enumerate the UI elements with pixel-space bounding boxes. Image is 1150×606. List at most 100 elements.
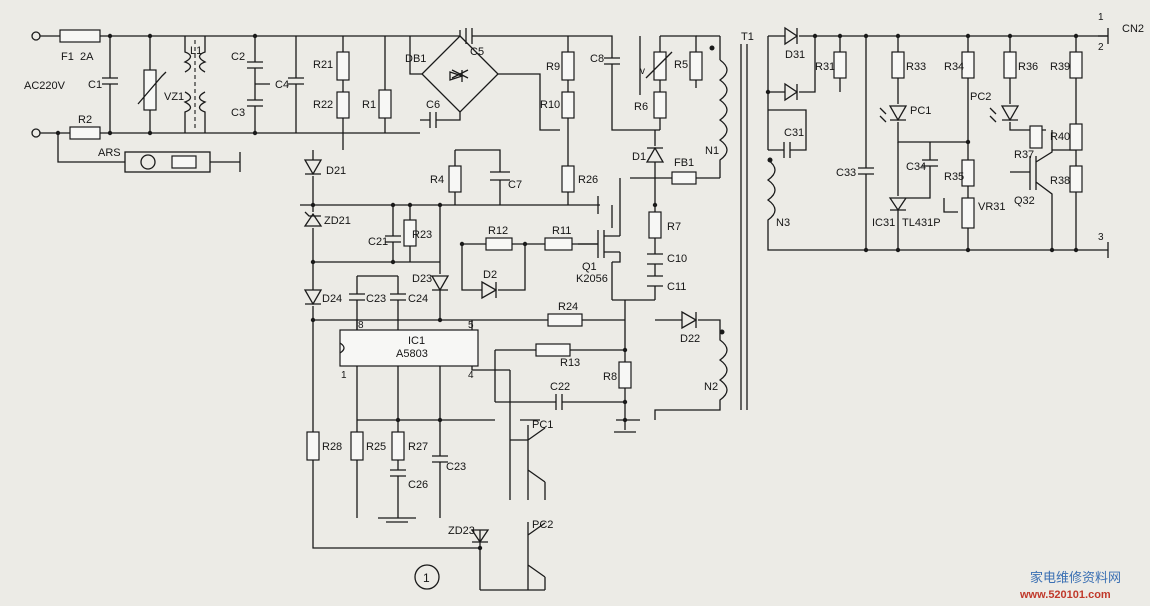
n1-top: [696, 35, 721, 60]
diode-d2: [481, 280, 498, 300]
n1-label: N1: [705, 145, 719, 157]
optocoupler-led-pc1: [879, 105, 908, 123]
q1-part: K2056: [576, 273, 608, 285]
capacitor-c10: [647, 253, 663, 265]
ars-label: ARS: [98, 147, 121, 159]
r12-label: R12: [488, 225, 508, 237]
r34-label: R34: [944, 61, 964, 73]
cn2-label: CN2: [1122, 23, 1144, 35]
resistor-r27: [391, 431, 405, 461]
ac-label: AC220V: [24, 80, 66, 92]
thermistor-arrow: [645, 51, 673, 79]
resistor-r37: [1029, 125, 1043, 149]
pc2a-label: PC2: [532, 519, 553, 531]
r39-label: R39: [1050, 61, 1070, 73]
q1-label: Q1: [582, 261, 597, 273]
diode-d23: [430, 275, 450, 292]
capacitor-c5: [459, 28, 490, 44]
r23-label: R23: [412, 229, 432, 241]
n1-dot: [709, 45, 715, 51]
phototransistor-pc1: [527, 425, 546, 500]
resistor-r23: [403, 219, 417, 247]
capacitor-c24: [390, 276, 406, 330]
capacitor-c1: [102, 36, 118, 133]
diode-d22: [681, 310, 698, 330]
r2-label: R2: [78, 114, 92, 126]
tl431-c34: [888, 142, 938, 250]
resistor-r7: [648, 211, 662, 239]
diagram-index-circle: [414, 564, 440, 590]
diode-d1: [645, 146, 665, 163]
inductor-l1-bottom: [183, 91, 207, 133]
f1-label: F1: [61, 51, 74, 63]
pc2b-label: PC2: [970, 91, 991, 103]
pc1a-label: PC1: [532, 419, 553, 431]
d2-path: [461, 244, 526, 291]
capacitor-c6: [420, 112, 461, 128]
input-junctions: [55, 33, 258, 136]
resistor-r35: [961, 159, 975, 187]
r7-label: R7: [667, 221, 681, 233]
varistor-arrow: [137, 71, 167, 105]
r40-label: R40: [1050, 131, 1070, 143]
resistor-r24: [547, 313, 583, 327]
d31-label: D31: [785, 49, 805, 61]
r11-label: R11: [552, 225, 571, 237]
vz1-label: VZ1: [164, 91, 184, 103]
control-junctions: [310, 202, 658, 551]
capacitor-c23b: [432, 450, 448, 518]
resistor-r10: [561, 91, 575, 119]
inductor-l1-top: [183, 36, 207, 73]
c3-label: C3: [231, 107, 245, 119]
resistor-r25: [350, 431, 364, 461]
d21-label: D21: [326, 165, 346, 177]
resistor-r38: [1069, 165, 1083, 193]
q1-drain-source: [612, 178, 621, 263]
c31-label: C31: [784, 127, 804, 139]
d24-label: D24: [322, 293, 342, 305]
transformer-core: [740, 44, 748, 410]
ferrite-fb1: [671, 171, 697, 185]
bridge-outputs: [409, 36, 560, 131]
vr31-label: VR31: [978, 201, 1006, 213]
resistor-r5: [689, 51, 703, 81]
ic1-pin1: 1: [341, 370, 347, 381]
resistor-r39: [1069, 51, 1083, 79]
r39-r40-r38-chain: [1052, 36, 1077, 250]
resistor-r36: [1003, 51, 1017, 79]
f1-value: 2A: [80, 51, 94, 63]
r1-label: R1: [362, 99, 376, 111]
q32-label: Q32: [1014, 195, 1035, 207]
bridge-diode-symbol: [451, 69, 469, 79]
diagram-index-label: 1: [423, 571, 430, 585]
ic1-notch: [339, 342, 345, 354]
secondary-top-rails: [768, 35, 1108, 93]
r36-label: R36: [1018, 61, 1038, 73]
r24-label: R24: [558, 301, 578, 313]
capacitor-c21: [385, 205, 401, 262]
c4-label: C4: [275, 79, 289, 91]
ic1-pins: [356, 320, 510, 450]
n3-dot: [767, 157, 773, 163]
r38-label: R38: [1050, 175, 1070, 187]
pc-feed: [509, 370, 540, 500]
resistor-r21: [336, 51, 350, 81]
resistor-r28: [306, 431, 320, 461]
ic1-pin8: 8: [358, 320, 364, 331]
diode-d24: [303, 289, 323, 306]
ic1-part: A5803: [396, 348, 428, 360]
t1-label: T1: [741, 31, 754, 43]
winding-n1: [718, 59, 728, 178]
cn2-pin1: 1: [1098, 12, 1104, 23]
zd23-label: ZD23: [448, 525, 475, 537]
r9-label: R9: [546, 61, 560, 73]
pc1b-label: PC1: [910, 105, 931, 117]
resistor-r6: [653, 91, 667, 119]
control-section: D21 ZD21 D24 C21 R23 D23 C23 C24 IC1 A58…: [303, 150, 728, 591]
sense-paths: [495, 319, 625, 351]
capacitor-c31: [768, 109, 807, 158]
thermistor-v: v: [640, 66, 645, 77]
ic1-label: IC1: [408, 335, 425, 347]
r28-label: R28: [322, 441, 342, 453]
